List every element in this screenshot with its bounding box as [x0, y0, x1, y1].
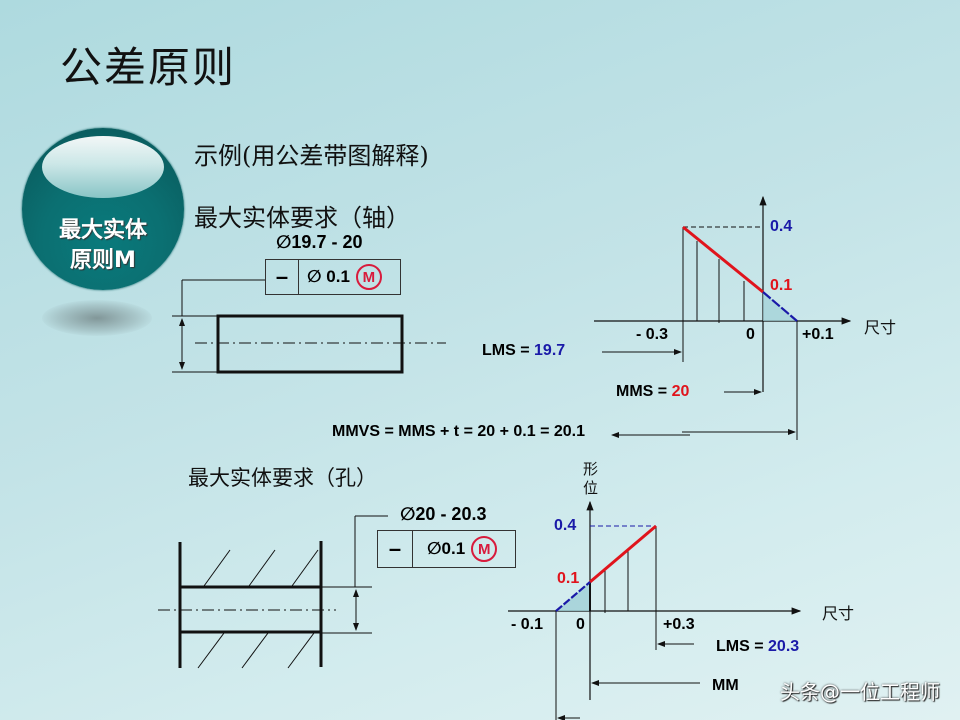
shaft-dimension: ∅19.7 - 20 [276, 232, 363, 252]
lms-value: 20.3 [768, 638, 800, 655]
hole-x-tick-neg: - 0.1 [511, 616, 544, 633]
subtitle: 示例(用公差带图解释) [194, 142, 429, 170]
shaft-drawing [172, 279, 446, 374]
mmc-modifier-icon: M [355, 264, 382, 290]
shaft-fcf-tolerance-cell: ∅ 0.1 M [299, 260, 390, 294]
shaft-mmvs-formula: MMVS = MMS + t = 20 + 0.1 = 20.1 [332, 423, 586, 440]
hole-x-tick-pos: +0.3 [663, 616, 695, 633]
orb-shadow [42, 300, 152, 336]
hole-feature-control-frame: – ∅0.1 M [377, 530, 516, 568]
hole-x-axis-label: 尺寸 [822, 604, 855, 623]
shaft-mms: MMS = 20 [616, 383, 689, 401]
hole-x-tick-zero: 0 [576, 616, 585, 633]
shaft-x-axis-label: 尺寸 [864, 318, 897, 337]
shaft-x-tick-zero: 0 [746, 326, 755, 343]
shaft-y-min-label: 0.1 [770, 277, 793, 294]
badge-orb: 最大实体 原则M [22, 128, 184, 290]
hole-y-axis-label-2: 位 [583, 479, 599, 497]
hole-fcf-tolerance-cell: ∅0.1 M [413, 531, 505, 567]
shaft-y-max-label: 0.4 [770, 218, 793, 235]
hole-tolerance-chart [508, 500, 802, 720]
shaft-x-tick-neg: - 0.3 [636, 326, 669, 343]
hole-mms-partial: MM [712, 677, 739, 694]
hole-drawing [158, 515, 388, 669]
hole-y-axis-label-1: 形 [583, 460, 599, 478]
shaft-x-tick-pos: +0.1 [802, 326, 834, 343]
mms-label: MMS = [616, 383, 672, 400]
straightness-symbol: – [378, 531, 413, 567]
straightness-symbol: – [266, 260, 299, 294]
badge-line1: 最大实体 [58, 218, 147, 243]
hole-lms: LMS = 20.3 [716, 638, 799, 656]
lms-label: LMS = [716, 638, 769, 655]
lms-value: 19.7 [534, 342, 566, 359]
hole-heading: 最大实体要求（孔） [188, 466, 377, 490]
shaft-lms: LMS = 19.7 [482, 342, 565, 360]
mmc-modifier-icon: M [471, 536, 498, 562]
watermark: 头条@一位工程师 [780, 680, 940, 704]
hole-tolerance: ∅0.1 [427, 539, 466, 558]
shaft-heading: 最大实体要求（轴） [194, 204, 410, 232]
shaft-feature-control-frame: – ∅ 0.1 M [265, 259, 401, 295]
mms-value: 20 [671, 383, 690, 400]
shaft-tolerance-chart [594, 195, 852, 440]
hole-dimension: ∅20 - 20.3 [400, 504, 487, 524]
lms-label: LMS = [482, 342, 535, 359]
hole-y-max-label: 0.4 [554, 517, 577, 534]
badge-line2: 原则M [70, 248, 136, 273]
page-title: 公差原则 [60, 43, 237, 92]
hole-y-min-label: 0.1 [557, 570, 580, 587]
orb-gloss [42, 136, 164, 198]
shaft-tolerance: ∅ 0.1 [307, 267, 350, 286]
